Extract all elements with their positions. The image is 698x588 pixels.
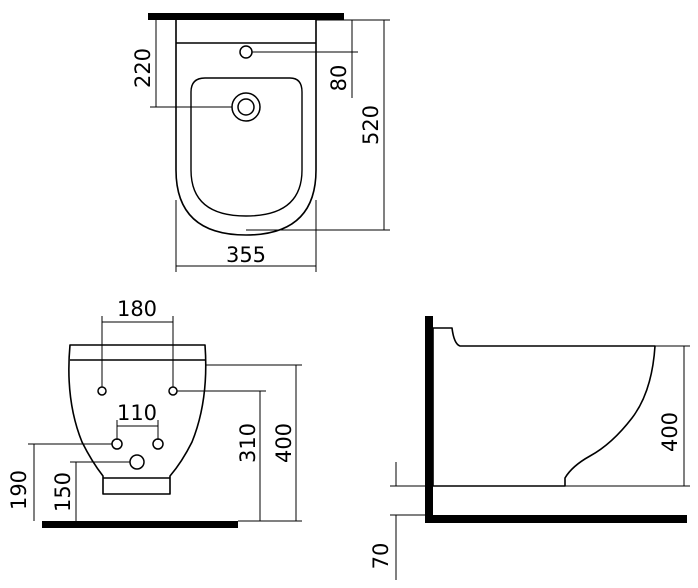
tap-hole [239,45,253,59]
front-height-label: 400 [272,423,296,463]
side-view-outline [432,327,656,487]
tap-dim-label: 220 [131,48,155,88]
inlet-dim-label: 110 [117,401,157,425]
tap-offset-label: 80 [327,65,351,92]
front-view-outline [68,344,207,495]
outlet-offset-label: 70 [369,543,393,570]
side-view: 400 70 [369,316,690,580]
front-view-floor [42,521,238,528]
side-view-floor [425,515,687,523]
outlet-hole [129,454,145,470]
front-view: 180 110 400 310 190 150 [7,297,302,528]
fixing-hole-right [168,386,178,396]
fixing-dim-label: 180 [117,297,157,321]
top-view: 355 520 220 80 [131,13,390,272]
outlet-height-label: 150 [51,472,75,512]
drain-inner [237,98,255,116]
side-view-wall [425,316,433,522]
side-height-label: 400 [658,412,682,452]
fixing-hole-left [97,386,107,396]
fixing-height-label: 310 [236,423,260,463]
top-view-bowl-outline [175,20,317,236]
length-dim-label: 520 [359,105,383,145]
top-view-wall [148,13,344,20]
width-dim-label: 355 [226,243,266,267]
inlet-hole-left [111,438,123,450]
top-view-rim-opening [190,77,303,217]
inlet-height-label: 190 [7,470,31,510]
inlet-hole-right [152,438,164,450]
